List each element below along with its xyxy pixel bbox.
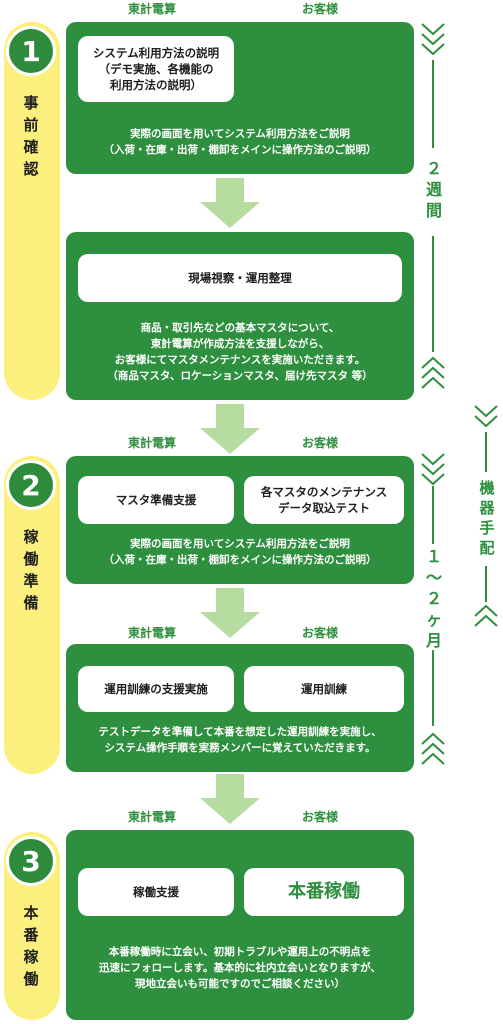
customer-header: お客様 [302,2,339,16]
months-rail-top [432,486,434,544]
stage-2-number: 2 [6,460,56,510]
step-4-panel: 運用訓練の支援実施 運用訓練 テストデータを準備して本番を想定した運用訓練を実施… [66,644,414,772]
vendor-header-2: 東計電算 [128,436,177,450]
chevron-up-icon [474,604,498,627]
equipment-label: 機 器 手 配 [479,479,495,557]
flow-arrow-1 [200,178,260,228]
step-4-card-vendor: 運用訓練の支援実施 [78,666,234,712]
vendor-header: 東計電算 [128,2,177,16]
step-4-description: テストデータを準備して本番を想定した運用訓練を実施し、 システム操作手順を実務メ… [98,726,382,754]
chevron-down-icon [474,405,498,428]
two-weeks-rail-top [432,60,434,148]
step-5-card-customer: 本番稼働 [244,868,404,916]
stage-2-label: 稼 働 準 備 [23,528,39,612]
flow-arrow-2 [200,404,260,454]
stage-1-number: 1 [6,26,56,76]
step-1-card-vendor: システム利用方法の説明 （デモ実施、各機能の 利用方法の説明） [78,36,234,102]
step-2-card: 現場視察・運用整理 [78,254,402,302]
months-label: １ 〜 ２ ヶ 月 [425,547,442,650]
months-rail-bottom [432,650,434,726]
step-1-panel: システム利用方法の説明 （デモ実施、各機能の 利用方法の説明） 実際の画面を用い… [66,22,414,174]
equipment-rail-bottom [485,566,487,602]
step-2-panel: 現場視察・運用整理 商品・取引先などの基本マスタについて、 東計電算が作成方法を… [66,232,414,400]
chevron-up-icon [421,356,445,389]
chevron-down-icon [421,23,445,56]
step-3-card-vendor: マスタ準備支援 [78,476,234,524]
vendor-header-3: 東計電算 [128,626,177,640]
stage-3-label: 本 番 稼 働 [23,904,39,988]
chevron-down-icon [421,453,445,486]
step-3-panel: マスタ準備支援 各マスタのメンテナンス データ取込テスト 実際の画面を用いてシス… [66,456,414,584]
step-3-card-customer: 各マスタのメンテナンス データ取込テスト [244,476,404,524]
two-weeks-label: ２ 週 間 [425,159,442,220]
chevron-up-icon [421,732,445,765]
step-1-description: 実際の画面を用いてシステム利用方法をご説明 （入荷・在庫・出荷・棚卸をメインに操… [103,128,377,156]
customer-header-3: お客様 [302,626,339,640]
flow-arrow-3 [200,588,260,638]
flow-arrow-4 [200,774,260,824]
step-3-description: 実際の画面を用いてシステム利用方法をご説明 （入荷・在庫・出荷・棚卸をメインに操… [103,538,377,566]
customer-header-4: お客様 [302,810,339,824]
stage-1-band [4,22,60,400]
step-4-card-customer: 運用訓練 [244,666,404,712]
stage-1-label: 事 前 確 認 [23,94,39,178]
step-5-card-vendor: 稼働支援 [78,868,234,916]
step-5-panel: 稼働支援 本番稼働 本番稼働時に立会い、初期トラブルや運用上の不明点を 迅速にフ… [66,830,414,1020]
two-weeks-rail-bottom [432,236,434,352]
step-2-description: 商品・取引先などの基本マスタについて、 東計電算が作成方法を支援しながら、 お客… [107,322,373,382]
vendor-header-4: 東計電算 [128,810,177,824]
customer-header-2: お客様 [302,436,339,450]
equipment-rail-top [485,432,487,472]
step-5-description: 本番稼働時に立会い、初期トラブルや運用上の不明点を 迅速にフォローします。基本的… [99,946,381,990]
stage-3-number: 3 [6,836,56,886]
